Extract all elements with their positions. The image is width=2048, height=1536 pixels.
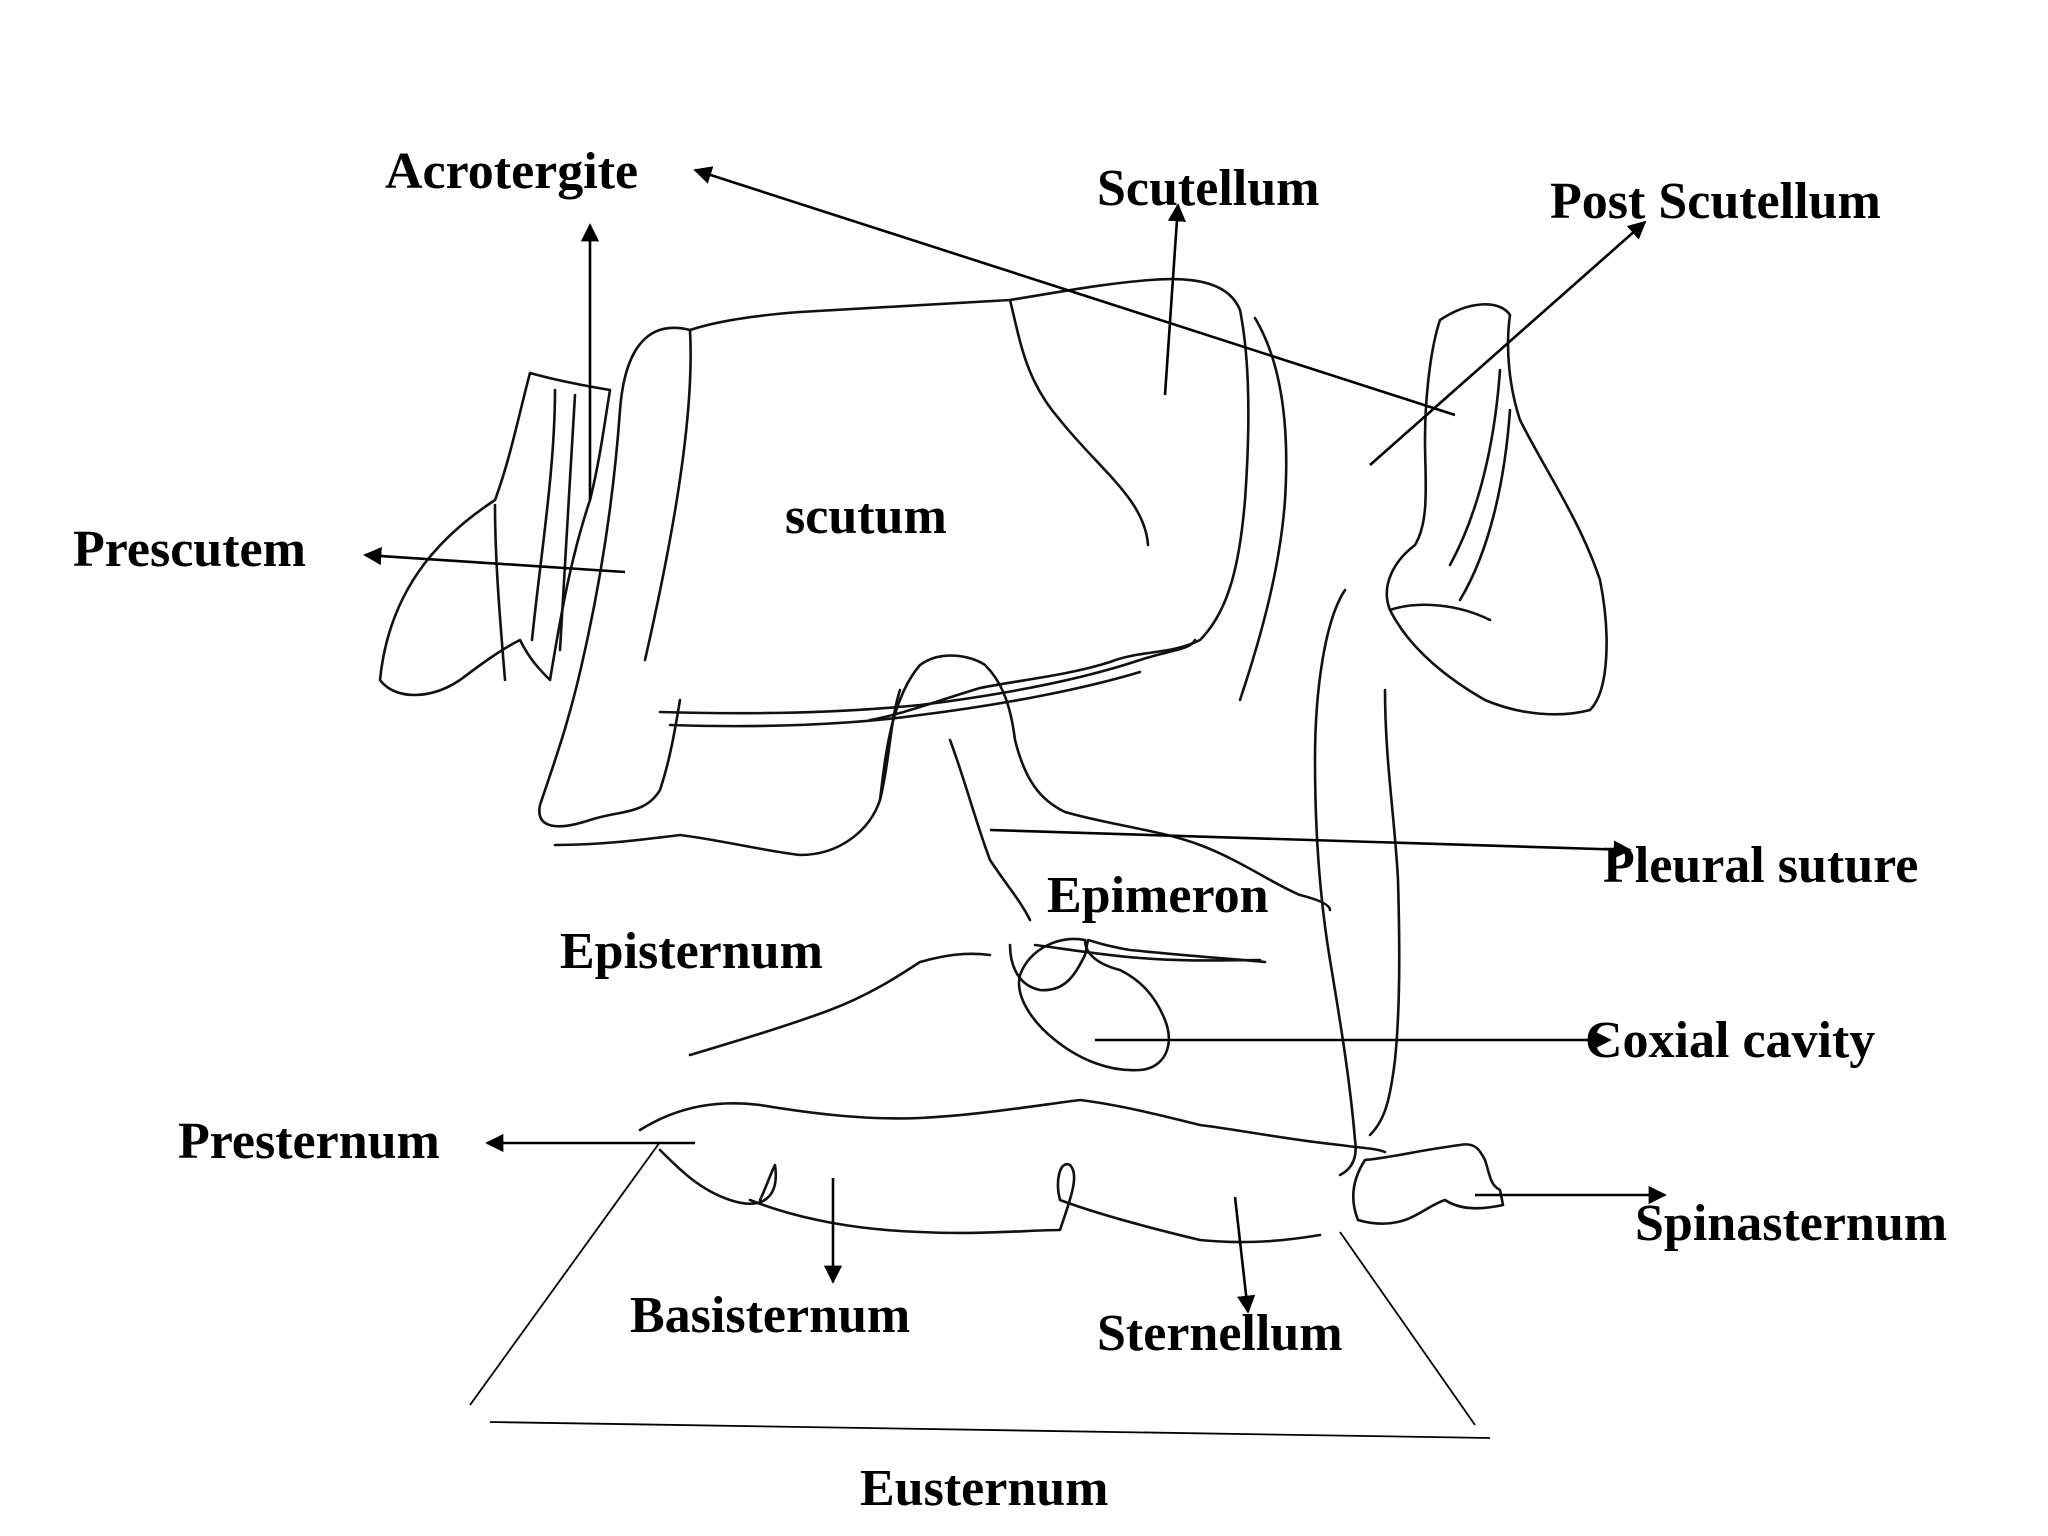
label-scutellum: Scutellum bbox=[1097, 160, 1319, 217]
label-episternum: Episternum bbox=[560, 923, 823, 980]
pointer-prescutem bbox=[363, 546, 626, 574]
sternal-lower bbox=[658, 1148, 778, 1205]
bracket-left-arm bbox=[469, 1141, 661, 1406]
pointer-pleural-suture bbox=[989, 828, 1632, 859]
left-lobe-inner bbox=[530, 388, 557, 642]
lower-left-plate bbox=[553, 688, 902, 857]
label-sternellum: Sternellum bbox=[1097, 1305, 1343, 1362]
pointer-scutellum bbox=[1163, 203, 1186, 396]
scutum-outline bbox=[688, 277, 1250, 722]
label-presternum: Presternum bbox=[178, 1113, 440, 1170]
label-acrotergite: Acrotergite bbox=[385, 143, 638, 200]
pointer-sternellum bbox=[1233, 1196, 1256, 1314]
transverse-suture bbox=[658, 638, 1197, 715]
mid-plate-stroke bbox=[948, 738, 1032, 922]
left-lobe bbox=[378, 371, 612, 697]
label-scutum: scutum bbox=[785, 488, 947, 545]
pleural-band-right bbox=[1368, 688, 1401, 1137]
pointers bbox=[363, 166, 1667, 1314]
label-epimeron: Epimeron bbox=[1047, 867, 1269, 924]
right-lobe bbox=[1385, 303, 1608, 716]
left-lobe-stroke bbox=[493, 503, 507, 682]
transverse-suture-lower bbox=[668, 670, 1142, 728]
pointer-acrotergite-diagonal bbox=[693, 166, 1456, 417]
label-prescutem: Prescutem bbox=[73, 521, 306, 578]
sternal-upper bbox=[638, 1098, 1387, 1154]
labels: Acrotergite Scutellum Post Scutellum Pre… bbox=[73, 143, 1947, 1517]
right-lobe-inner bbox=[1448, 368, 1502, 567]
pleural-band-left bbox=[1313, 588, 1357, 1177]
pointer-post-scutellum bbox=[1369, 220, 1647, 466]
eusternum-bracket bbox=[469, 1141, 1491, 1439]
spinasternum-shape bbox=[1352, 1143, 1505, 1226]
label-pleural-suture: Pleural suture bbox=[1603, 837, 1918, 894]
scutellum-ridge bbox=[1238, 316, 1288, 702]
mid-plate-left bbox=[878, 654, 1332, 912]
label-basisternum: Basisternum bbox=[630, 1287, 910, 1344]
right-lobe-inner-2 bbox=[1458, 408, 1512, 602]
episternum-curve bbox=[688, 952, 992, 1057]
prescutum-right-edge bbox=[643, 328, 692, 662]
label-post-scutellum: Post Scutellum bbox=[1550, 173, 1881, 230]
thorax-outline bbox=[378, 277, 1608, 1244]
right-lobe-inner-3 bbox=[1388, 603, 1492, 622]
prescutum-strip bbox=[538, 326, 692, 828]
label-eusternum: Eusternum bbox=[860, 1460, 1108, 1517]
left-lobe-inner-2 bbox=[558, 393, 577, 652]
bracket-base bbox=[489, 1421, 1491, 1439]
coxa-outline bbox=[1017, 937, 1171, 1072]
sternal-base bbox=[748, 1162, 1322, 1244]
scutum-notch bbox=[1008, 298, 1150, 547]
bracket-right-arm bbox=[1339, 1231, 1476, 1426]
label-coxial-cavity: Coxial cavity bbox=[1585, 1012, 1875, 1069]
label-spinasternum: Spinasternum bbox=[1635, 1195, 1947, 1252]
epimeron-notch bbox=[1008, 938, 1267, 992]
lower-mid-curve bbox=[1033, 943, 1262, 962]
